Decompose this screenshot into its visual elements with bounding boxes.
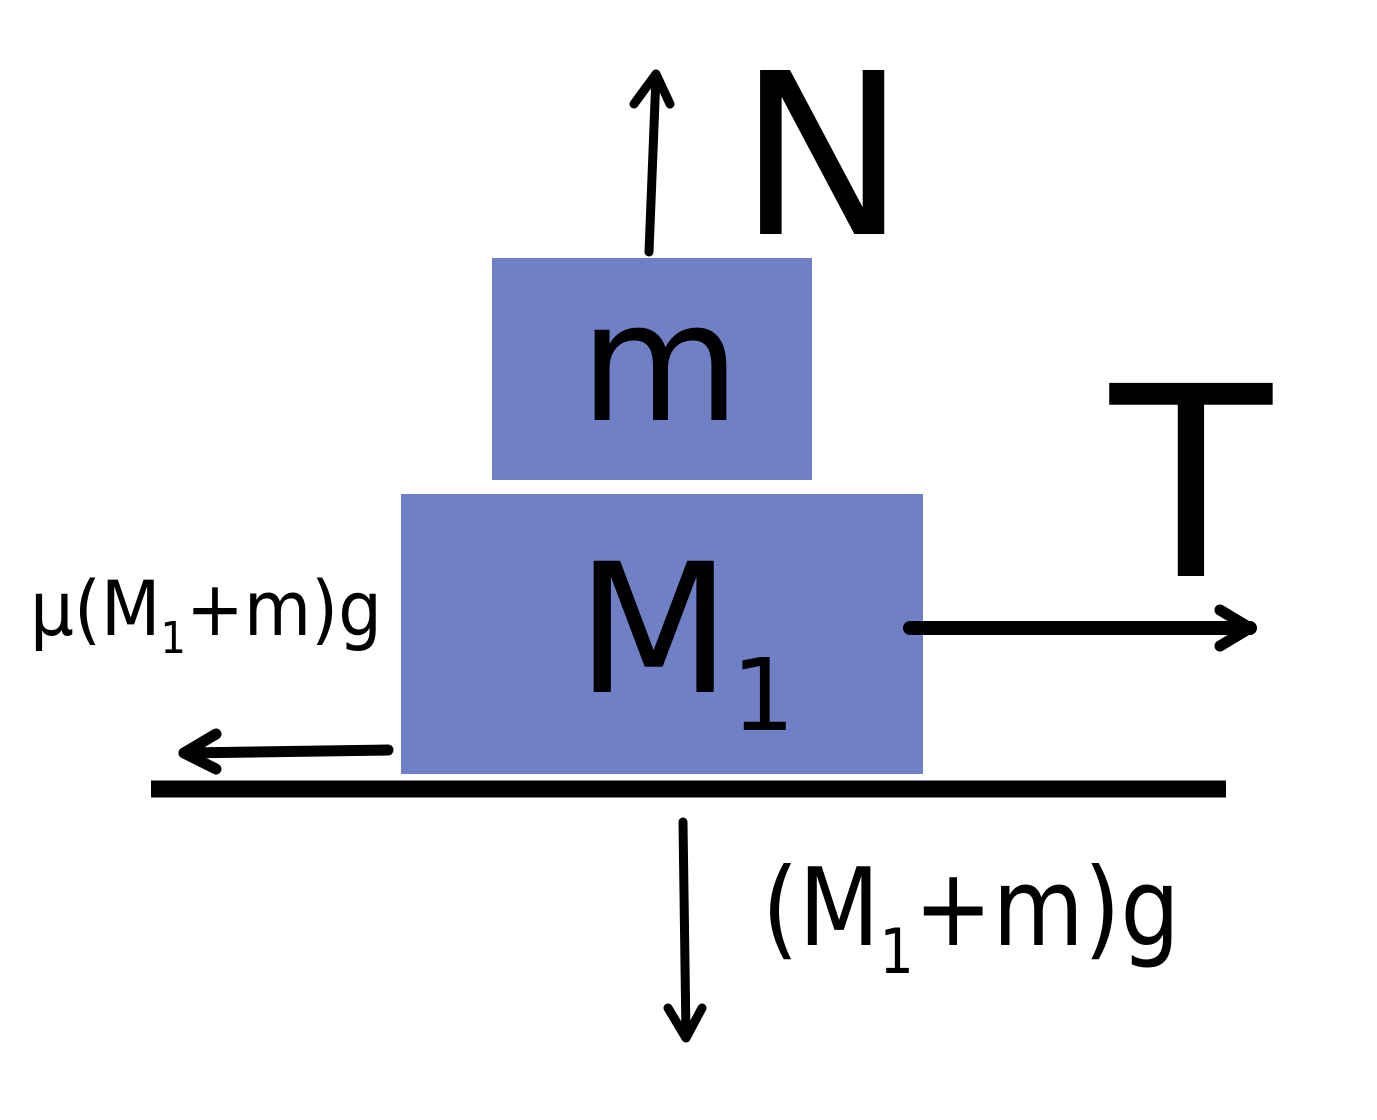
bottom-block-label: M1 — [576, 526, 795, 754]
weight-force-label: (M1+m)g — [762, 846, 1180, 988]
friction-label-subscript: 1 — [161, 613, 186, 664]
weight-force-arrow — [663, 817, 707, 1043]
weight-label-subscript: 1 — [880, 915, 914, 988]
normal-force-label: N — [738, 26, 906, 288]
top-block-label: m — [580, 267, 741, 459]
tension-force-arrow — [903, 604, 1257, 652]
bottom-block — [401, 494, 923, 774]
tension-force-label: T — [1106, 331, 1276, 639]
friction-force-arrow — [178, 728, 394, 775]
bottom-block-label-subscript: 1 — [731, 637, 795, 754]
friction-label-prefix: μ(M — [30, 564, 161, 653]
top-block — [492, 258, 812, 480]
weight-label-prefix: (M — [762, 846, 880, 971]
friction-label-suffix: +m)g — [186, 564, 382, 653]
normal-force-arrow — [629, 69, 675, 257]
friction-force-label: μ(M1+m)g — [30, 564, 382, 664]
weight-label-suffix: +m)g — [914, 846, 1180, 971]
bottom-block-label-main: M — [576, 526, 731, 735]
